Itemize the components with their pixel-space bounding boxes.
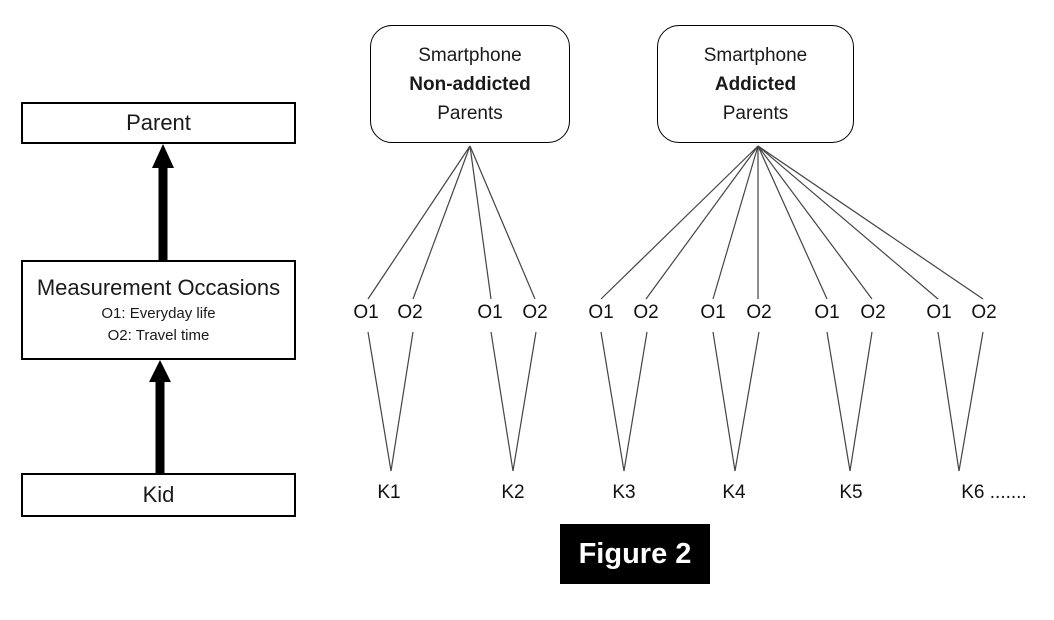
fan-lines-addicted xyxy=(600,145,984,300)
group-line2: Non-addicted xyxy=(409,73,531,95)
occasion-label: O2 xyxy=(860,302,886,323)
fan-lines-non-addicted xyxy=(367,145,536,300)
parent-box: Parent xyxy=(21,102,296,144)
group-line3: Parents xyxy=(437,102,503,124)
kid-label: K5 xyxy=(839,482,863,503)
converge-lines-kids xyxy=(367,331,984,472)
occasion-label: O2 xyxy=(633,302,659,323)
occasion-label: O2 xyxy=(971,302,997,323)
arrow-measurement-to-parent xyxy=(152,144,174,260)
occasion-label: O1 xyxy=(353,302,379,323)
group-line2: Addicted xyxy=(714,73,797,95)
kid-box-label: Kid xyxy=(142,482,175,507)
kid-label: K2 xyxy=(501,482,525,503)
measurement-sub-o1: O1: Everyday life xyxy=(101,305,216,322)
measurement-occasions-box: Measurement Occasions O1: Everyday life … xyxy=(21,260,296,360)
occasion-label: O2 xyxy=(522,302,548,323)
occasion-label: O1 xyxy=(814,302,840,323)
occasion-label: O2 xyxy=(746,302,772,323)
group-box-non-addicted: Smartphone Non-addicted Parents xyxy=(370,25,570,143)
measurement-sub-o2: O2: Travel time xyxy=(107,327,210,344)
occasion-label: O1 xyxy=(588,302,614,323)
arrow-kid-to-measurement xyxy=(149,360,171,473)
group-line1: Smartphone xyxy=(703,44,808,66)
occasion-label: O1 xyxy=(926,302,952,323)
measurement-title: Measurement Occasions xyxy=(36,275,281,300)
occasion-label: O2 xyxy=(397,302,423,323)
kid-label: K1 xyxy=(377,482,401,503)
group-line3: Parents xyxy=(722,102,789,124)
group-box-addicted: Smartphone Addicted Parents xyxy=(657,25,854,143)
occasion-label: O1 xyxy=(477,302,503,323)
parent-box-label: Parent xyxy=(126,110,191,135)
occasion-label: O1 xyxy=(700,302,726,323)
kid-box: Kid xyxy=(21,473,296,517)
kid-label: K3 xyxy=(612,482,636,503)
figure-caption-text: Figure 2 xyxy=(578,537,692,570)
figure-caption: Figure 2 xyxy=(560,524,710,584)
group-line1: Smartphone xyxy=(418,44,522,66)
kid-label: K4 xyxy=(722,482,746,503)
kid-label: K6 ....... xyxy=(961,482,1027,503)
